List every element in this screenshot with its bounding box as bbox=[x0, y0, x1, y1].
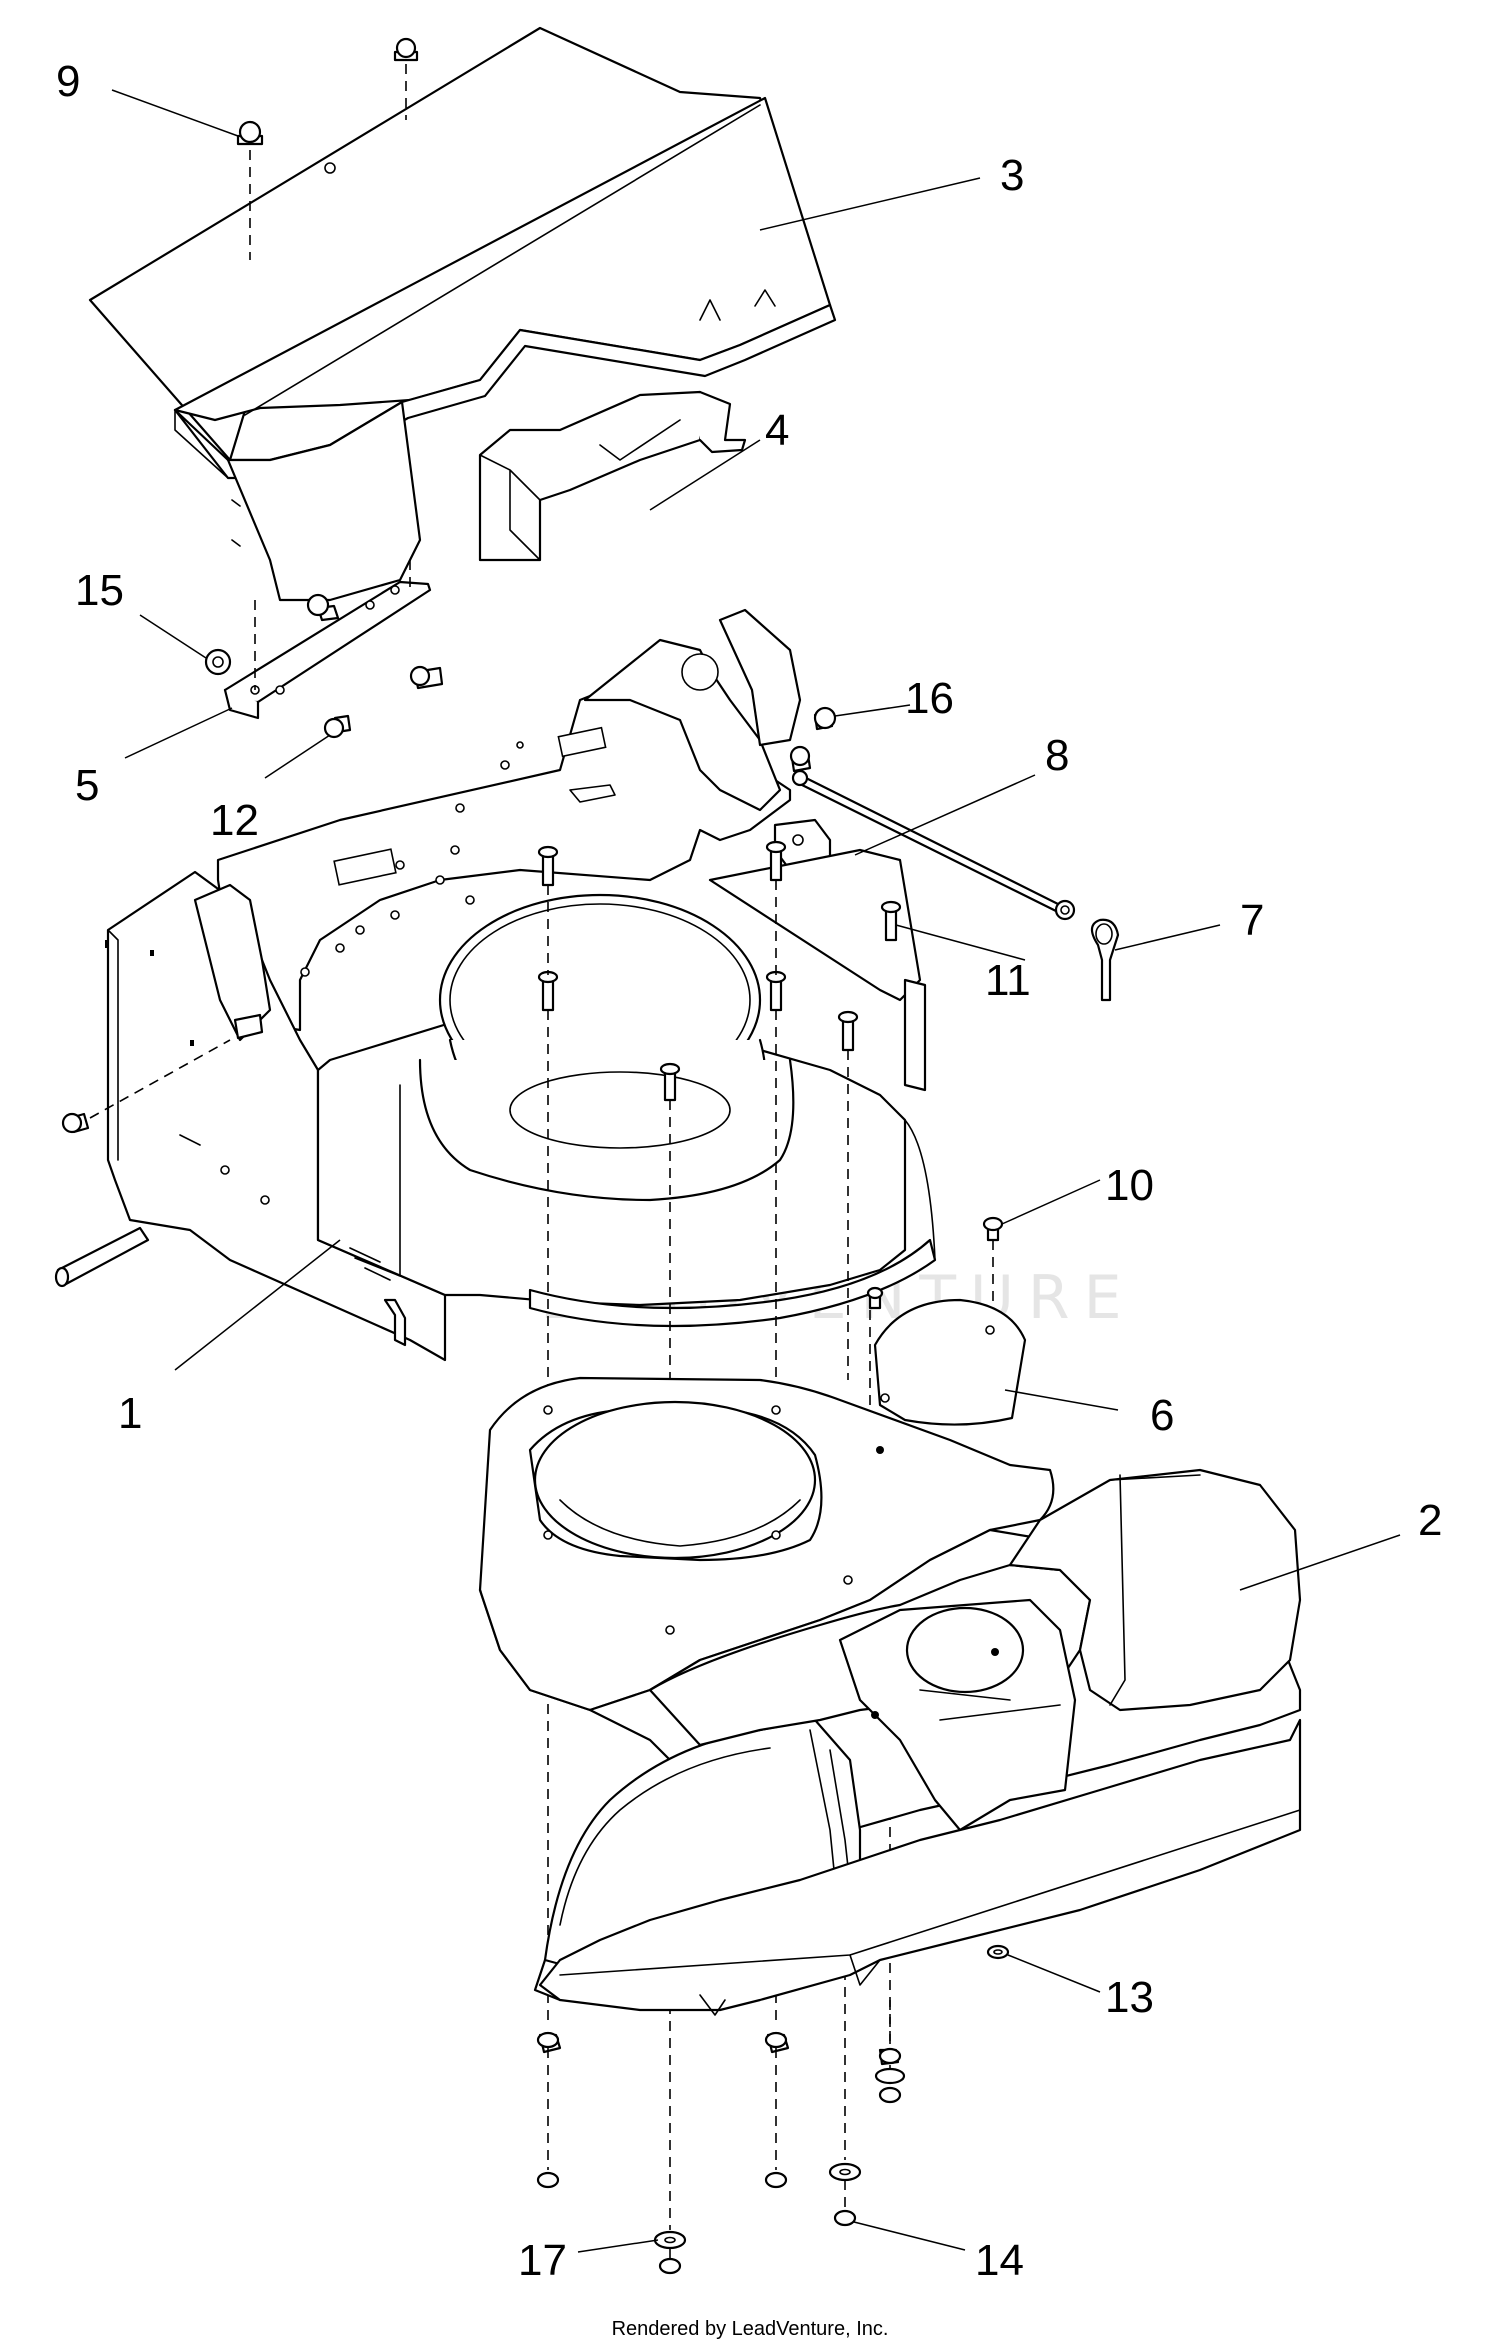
part-10-pin bbox=[866, 1216, 1004, 1320]
part-7-pin bbox=[1090, 918, 1120, 1002]
part-3-cover bbox=[88, 26, 837, 602]
footer-credit: Rendered by LeadVenture, Inc. bbox=[611, 2318, 889, 2340]
part-16-screw bbox=[789, 706, 837, 773]
callout-2: 2 bbox=[1418, 1496, 1442, 1545]
part-8-rod bbox=[791, 769, 1076, 921]
part-11-bolts bbox=[537, 840, 902, 1102]
callout-8: 8 bbox=[1045, 731, 1069, 780]
leader-lines bbox=[111, 89, 1401, 2253]
callout-10: 10 bbox=[1105, 1161, 1154, 1210]
callout-16: 16 bbox=[905, 674, 954, 723]
callout-3: 3 bbox=[1000, 151, 1024, 200]
part-5-hinge bbox=[204, 560, 444, 739]
callout-6: 6 bbox=[1150, 1391, 1174, 1440]
callout-14: 14 bbox=[975, 2236, 1024, 2285]
part-6-plate bbox=[873, 1298, 1027, 1426]
callout-15: 15 bbox=[75, 566, 124, 615]
callout-5: 5 bbox=[75, 761, 99, 810]
callout-12: 12 bbox=[210, 796, 259, 845]
callout-1: 1 bbox=[118, 1389, 142, 1438]
part-9-screws bbox=[236, 37, 419, 260]
callout-7: 7 bbox=[1240, 896, 1264, 945]
callout-labels: 9 3 4 15 16 8 5 12 7 11 10 1 6 2 13 17 1… bbox=[56, 57, 1442, 2285]
callout-13: 13 bbox=[1105, 1973, 1154, 2022]
part-1-housing bbox=[105, 608, 937, 1362]
callout-4: 4 bbox=[765, 406, 789, 455]
part-2-shroud bbox=[478, 1376, 1302, 2016]
callout-17: 17 bbox=[518, 2236, 567, 2285]
callout-11: 11 bbox=[985, 956, 1031, 1005]
callout-9: 9 bbox=[56, 57, 80, 106]
lower-hardware bbox=[536, 1944, 1010, 2275]
left-shaft bbox=[54, 1039, 231, 1288]
part-4-bracket bbox=[478, 390, 747, 562]
